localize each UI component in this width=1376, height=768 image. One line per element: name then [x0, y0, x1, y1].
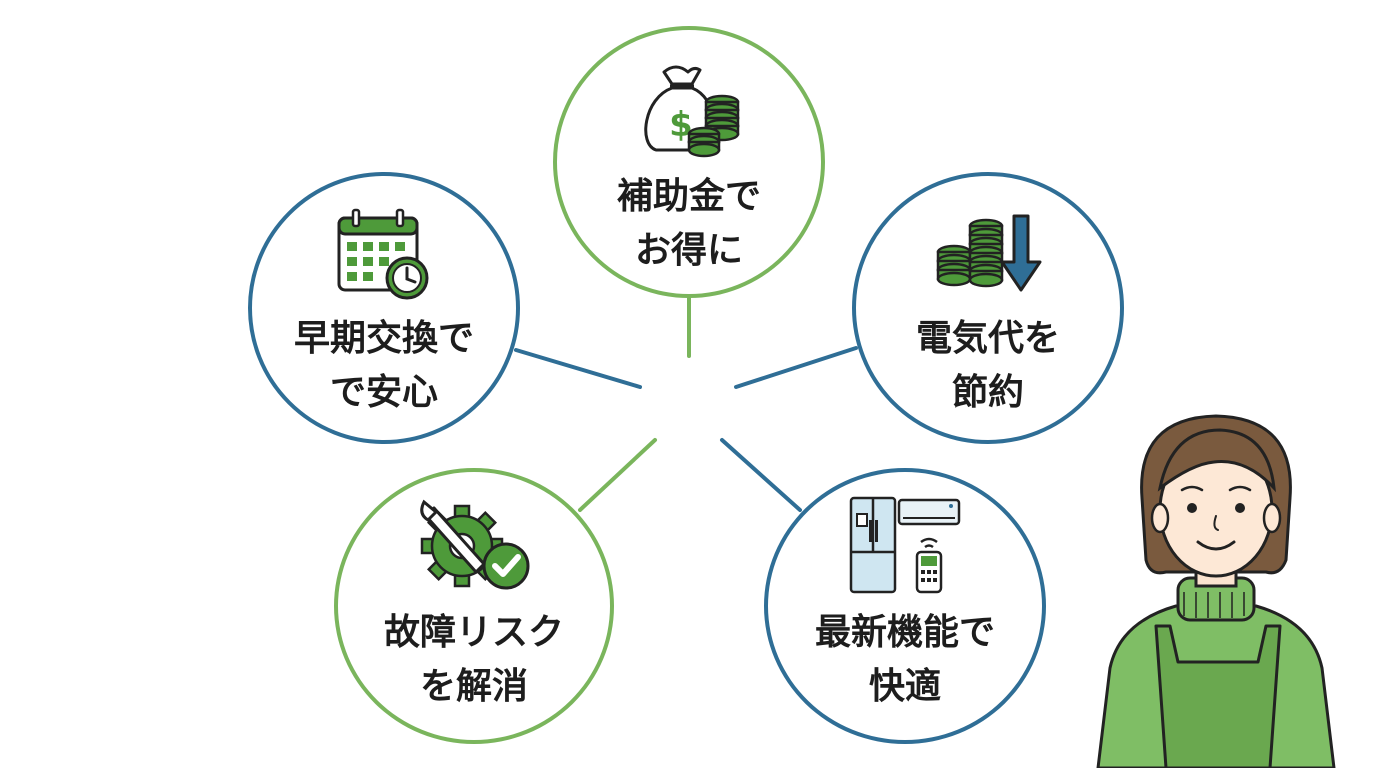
- node-latest-line1: 最新機能で: [814, 612, 995, 653]
- node-failure-line2: を解消: [419, 666, 528, 707]
- node-subsidy-line1: 補助金で: [616, 176, 761, 217]
- coins-down-arrow-icon: [936, 214, 1042, 292]
- node-failure-line1: 故障リスク: [383, 612, 564, 653]
- connector-failure: [578, 438, 657, 512]
- node-subsidy: $ 補助金で お得に: [553, 26, 825, 298]
- node-subsidy-line2: お得に: [634, 230, 743, 271]
- gear-wrench-check-icon: [420, 499, 530, 590]
- connector-early: [514, 348, 642, 389]
- apron: [1154, 624, 1282, 768]
- connector-latest: [720, 438, 802, 512]
- appliances-icon: [849, 496, 961, 594]
- node-latest-line2: 快適: [868, 666, 941, 707]
- svg-text:$: $: [669, 105, 693, 145]
- node-failure: 故障リスク を解消: [334, 468, 614, 744]
- node-early-line2: で安心: [329, 372, 438, 413]
- node-latest-label: 最新機能で 快適: [768, 606, 1042, 714]
- node-electric: 電気代を 節約: [852, 172, 1124, 444]
- node-electric-label: 電気代を 節約: [856, 312, 1120, 420]
- money-bag-icon: $: [644, 65, 740, 158]
- node-early-label: 早期交換で で安心: [252, 312, 516, 420]
- node-early: 早期交換で で安心: [248, 172, 520, 444]
- node-failure-label: 故障リスク を解消: [338, 606, 610, 714]
- node-electric-line1: 電気代を: [915, 318, 1060, 359]
- node-electric-line2: 節約: [951, 372, 1024, 413]
- calendar-clock-icon: [337, 208, 429, 300]
- node-subsidy-label: 補助金で お得に: [557, 170, 821, 278]
- node-early-line1: 早期交換で: [293, 318, 474, 359]
- person-illustration: [1096, 414, 1336, 768]
- connector-electric: [734, 346, 858, 389]
- node-latest: 最新機能で 快適: [764, 468, 1046, 744]
